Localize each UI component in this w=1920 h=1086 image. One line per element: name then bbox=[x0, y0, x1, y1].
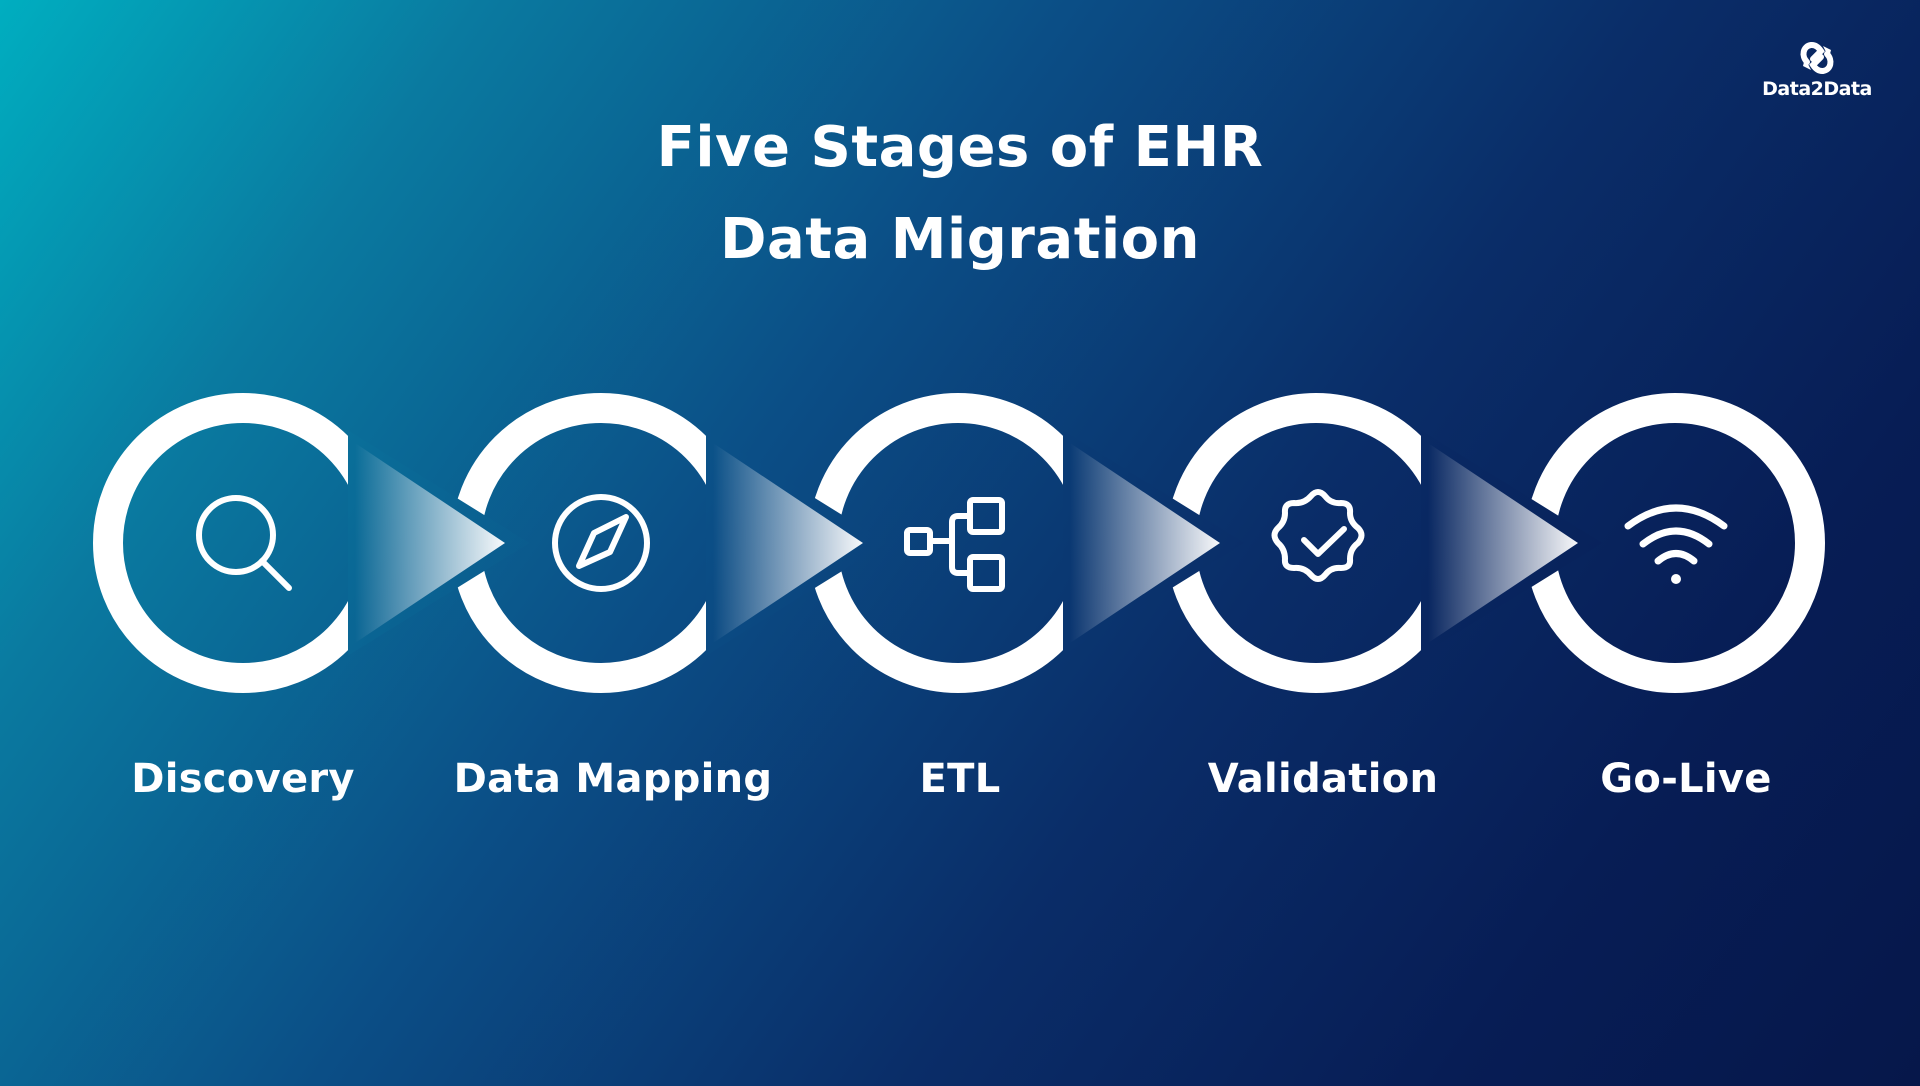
page-title: Five Stages of EHR Data Migration bbox=[0, 102, 1920, 286]
arrow-4 bbox=[1421, 430, 1603, 656]
compass-icon bbox=[552, 494, 650, 592]
brand-name: Data2Data bbox=[1762, 78, 1872, 100]
stage-label-discovery: Discovery bbox=[131, 756, 355, 802]
title-line-1: Five Stages of EHR bbox=[656, 115, 1264, 180]
stage-ring-discovery bbox=[93, 393, 393, 693]
sync-arrows-icon bbox=[1800, 41, 1834, 75]
search-icon bbox=[196, 495, 292, 591]
stage-label-go-live: Go-Live bbox=[1600, 756, 1772, 802]
arrow-2 bbox=[706, 430, 888, 656]
arrow-3 bbox=[1063, 430, 1245, 656]
arrow-1 bbox=[348, 430, 530, 656]
stage-label-etl: ETL bbox=[919, 756, 1001, 802]
hierarchy-flow-icon bbox=[904, 497, 1005, 592]
stage-label-data-mapping: Data Mapping bbox=[453, 756, 773, 802]
brand-logo: Data2Data bbox=[1752, 40, 1882, 100]
title-line-2: Data Migration bbox=[719, 207, 1201, 272]
stage-label-validation: Validation bbox=[1207, 756, 1439, 802]
verified-badge-icon bbox=[1271, 489, 1365, 582]
wifi-signal-icon bbox=[1624, 504, 1728, 584]
